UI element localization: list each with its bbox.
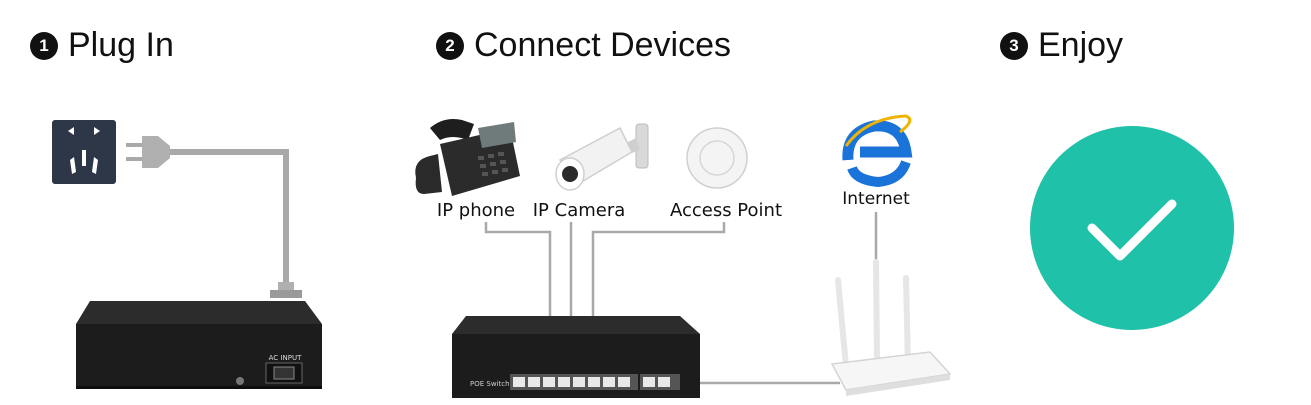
ip-camera-icon <box>555 123 649 191</box>
power-outlet-icon <box>52 120 116 184</box>
step-label: Enjoy <box>1038 26 1124 64</box>
step-connect-devices: 2 Connect Devices <box>436 26 731 65</box>
poe-switch-front: POE Switch <box>452 316 700 398</box>
access-point-label: Access Point <box>670 200 782 221</box>
power-plug-icon <box>126 136 170 168</box>
step-label: Connect Devices <box>474 26 732 64</box>
ip-camera-label: IP Camera <box>533 200 626 221</box>
step-number: 1 <box>30 31 58 60</box>
power-cable <box>170 149 289 290</box>
poe-switch-back: AC INPUT <box>76 301 322 389</box>
ip-phone-label: IP phone <box>437 200 515 221</box>
ac-input-label: AC INPUT <box>269 354 302 362</box>
step-number: 3 <box>1000 31 1028 60</box>
wireless-router-icon <box>830 259 952 396</box>
step-enjoy: 3 Enjoy <box>1000 26 1123 65</box>
step-label: Plug In <box>68 26 174 64</box>
internet-explorer-icon <box>842 114 913 188</box>
poe-switch-label: POE Switch <box>470 380 510 388</box>
checkmark-icon <box>1030 126 1234 330</box>
access-point-icon <box>686 127 748 189</box>
step-plug-in: 1 Plug In <box>30 26 174 65</box>
ip-phone-icon <box>415 119 520 196</box>
step-number: 2 <box>436 31 464 60</box>
cable-connector <box>270 282 302 298</box>
internet-label: Internet <box>842 189 910 209</box>
